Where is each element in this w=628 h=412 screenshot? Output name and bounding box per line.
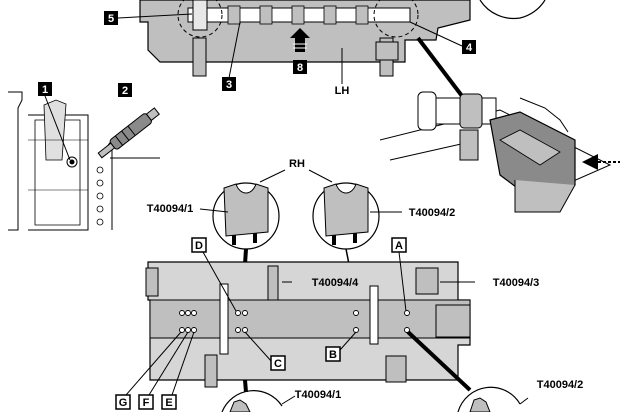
svg-text:8: 8 bbox=[297, 62, 303, 74]
callout-2: 2 bbox=[118, 83, 132, 97]
camshaft-end-detail bbox=[379, 91, 620, 213]
detail-circle-left bbox=[177, 0, 223, 38]
callout-5: 5 bbox=[104, 11, 118, 25]
callout-3: 3 bbox=[222, 77, 236, 91]
tool-1-bottom-label: T40094/1 bbox=[295, 389, 341, 401]
svg-text:3: 3 bbox=[226, 79, 232, 91]
svg-text:4: 4 bbox=[466, 42, 473, 54]
svg-text:A: A bbox=[395, 240, 403, 252]
svg-text:G: G bbox=[119, 397, 128, 409]
callout-4: 4 bbox=[462, 40, 476, 54]
svg-text:F: F bbox=[143, 397, 150, 409]
callout-A: A bbox=[391, 237, 407, 253]
callout-1: 1 bbox=[38, 82, 52, 96]
callout-C: C bbox=[270, 355, 286, 371]
lh-label: LH bbox=[335, 85, 350, 97]
callout-B: B bbox=[325, 346, 341, 362]
rh-tool-callouts: RH T40094/1 T40094/2 bbox=[147, 158, 455, 311]
tool-2-top-label: T40094/2 bbox=[409, 207, 455, 219]
svg-text:5: 5 bbox=[108, 13, 114, 25]
tool-4-label: T40094/4 bbox=[312, 277, 359, 289]
svg-text:D: D bbox=[195, 240, 203, 252]
rh-camshaft-bridge-view bbox=[125, 251, 529, 412]
callout-8: 8 bbox=[293, 60, 307, 74]
svg-text:E: E bbox=[165, 397, 172, 409]
detail-circle-right bbox=[373, 0, 419, 38]
svg-text:2: 2 bbox=[122, 85, 128, 97]
callout-D: D bbox=[191, 237, 207, 253]
svg-text:C: C bbox=[274, 358, 282, 370]
cylinder-head-detail bbox=[8, 91, 160, 231]
tool-1-top-label: T40094/1 bbox=[147, 203, 193, 215]
tool-3-label: T40094/3 bbox=[493, 277, 539, 289]
svg-text:B: B bbox=[329, 349, 337, 361]
callout-E: E bbox=[161, 394, 177, 410]
callout-F: F bbox=[138, 394, 154, 410]
tool-2-bottom-label: T40094/2 bbox=[537, 379, 583, 391]
rh-label: RH bbox=[289, 158, 305, 170]
svg-text:1: 1 bbox=[42, 84, 48, 96]
lh-camshaft-bridge-view bbox=[117, 0, 546, 98]
callout-G: G bbox=[115, 394, 131, 410]
